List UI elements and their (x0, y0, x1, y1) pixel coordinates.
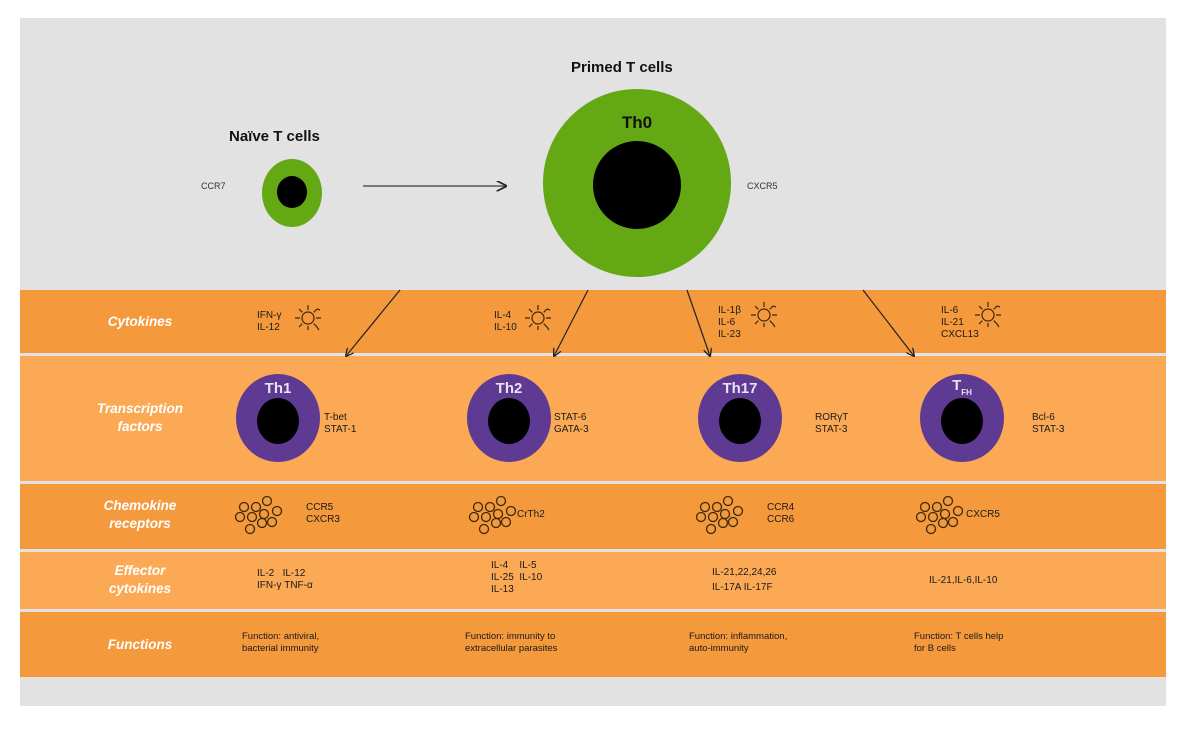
primed-t-cells-title: Primed T cells (571, 59, 673, 76)
arrow-to-tfh (862, 289, 914, 356)
tfh-inducing-cytokines: IL-6 IL-21 CXCL13 (941, 305, 979, 340)
th2-label: Th2 (495, 380, 523, 397)
th1-cell (236, 374, 320, 462)
tfh-label: TFH (922, 377, 1002, 397)
arrow-to-th2 (554, 289, 589, 356)
th2-effector-cytokines: IL-4 IL-5 IL-25 IL-10 IL-13 (491, 560, 543, 595)
th0-cell-nucleus (593, 141, 681, 229)
tfh-cell (920, 374, 1004, 462)
th1-chemokine-receptors: CCR5 CXCR3 (306, 502, 340, 525)
receptor-cluster-icon (915, 495, 964, 535)
tfh-label-main: T (952, 377, 962, 394)
naive-cell-nucleus (277, 176, 307, 208)
sun-burst-cytokine-icon (294, 304, 322, 331)
row-label-effector-cytokines: Effector cytokines (108, 563, 172, 596)
th17-cell-nucleus (719, 398, 761, 444)
row-label-transcription-factors: Transcription factors (96, 401, 184, 434)
receptor-cluster-icon (468, 495, 517, 535)
arrow-to-th17 (686, 289, 710, 356)
th0-label: Th0 (621, 113, 653, 132)
naive-t-cell (262, 159, 322, 227)
tfh-transcription-factors: Bcl-6 STAT-3 (1032, 412, 1065, 435)
th17-inducing-cytokines: IL-1β IL-6 IL-23 (718, 305, 741, 340)
row-band-chemokine-receptors (20, 484, 1166, 549)
row-band-effector-cytokines (20, 552, 1166, 609)
row-label-functions: Functions (107, 637, 173, 652)
th17-function: Function: inflammation, auto-immunity (689, 631, 788, 654)
sun-burst-cytokine-icon (750, 301, 778, 328)
th1-inducing-cytokines: IFN-γ IL-12 (257, 310, 282, 333)
tfh-function: Function: T cells help for B cells (914, 631, 1004, 654)
th2-chemokine-receptors: CrTh2 (517, 509, 545, 520)
th17-chemokine-receptors: CCR4 CCR6 (767, 502, 795, 525)
th2-cell (467, 374, 551, 462)
th2-cell-nucleus (488, 398, 530, 444)
th1-transcription-factors: T-bet STAT-1 (324, 412, 357, 435)
primed-marker-cxcr5: CXCR5 (747, 181, 778, 191)
th2-inducing-cytokines: IL-4 IL-10 (494, 310, 517, 333)
sun-burst-cytokine-icon (974, 301, 1002, 328)
th1-function: Function: antiviral, bacterial immunity (242, 631, 320, 654)
th1-cell-nucleus (257, 398, 299, 444)
tfh-cell-nucleus (941, 398, 983, 444)
th2-transcription-factors: STAT-6 GATA-3 (554, 412, 589, 435)
receptor-cluster-icon (695, 495, 744, 535)
th1-label: Th1 (264, 380, 292, 397)
tfh-chemokine-receptors: CXCR5 (966, 509, 1000, 520)
th17-transcription-factors: RORγT STAT-3 (815, 412, 849, 435)
th17-cell (698, 374, 782, 462)
row-band-functions (20, 612, 1166, 677)
row-label-chemokine-receptors: Chemokine receptors (103, 498, 177, 531)
th0-primed-cell (543, 89, 731, 277)
th17-effector-cytokines: IL-21,22,24,26 IL-17A IL-17F (712, 567, 777, 593)
tfh-effector-cytokines: IL-21,IL-6,IL-10 (929, 575, 998, 586)
th1-effector-cytokines: IL-2 IL-12 IFN-γ TNF-α (257, 568, 313, 591)
tfh-label-subscript: FH (961, 388, 972, 397)
receptor-cluster-icon (234, 495, 283, 535)
row-band-cytokines (20, 290, 1166, 353)
arrow-to-th1 (346, 289, 401, 356)
row-label-cytokines: Cytokines (107, 314, 173, 329)
th2-function: Function: immunity to extracellular para… (465, 631, 558, 654)
naive-marker-ccr7: CCR7 (201, 181, 226, 191)
naive-t-cells-title: Naïve T cells (229, 128, 320, 145)
th17-label: Th17 (722, 380, 758, 397)
sun-burst-cytokine-icon (524, 304, 552, 331)
